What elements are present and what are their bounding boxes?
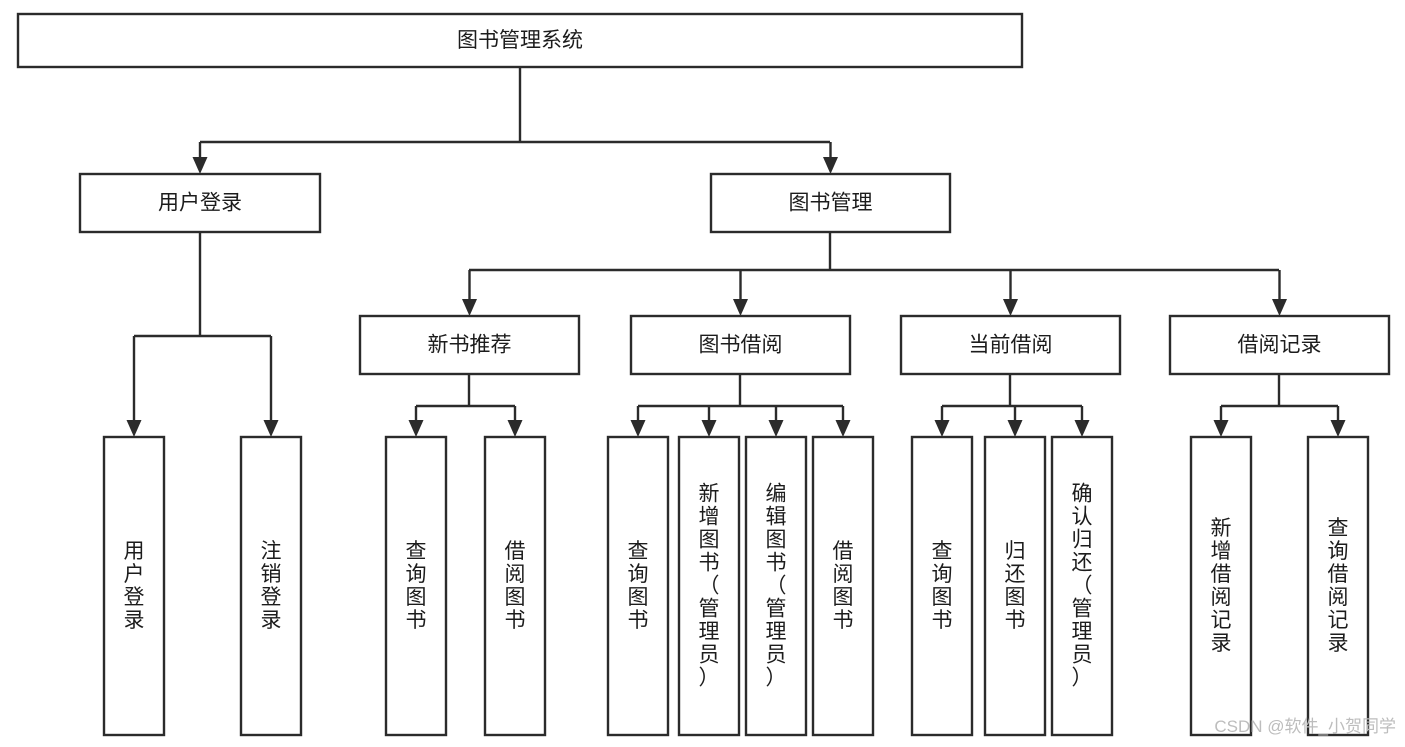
node-layer: 图书管理系统用户登录图书管理新书推荐图书借阅当前借阅借阅记录用户登录注销登录查询… — [16, 12, 1391, 737]
node-leaf-user-logout[interactable]: 注销登录 — [239, 435, 303, 737]
edge-root-to-book-manage — [823, 142, 838, 174]
node-leaf-rec-borrow[interactable]: 借阅图书 — [483, 435, 547, 737]
node-borrow-record[interactable]: 借阅记录 — [1168, 314, 1391, 376]
node-label-current-borrow: 当前借阅 — [969, 334, 1053, 357]
edge-user-login-to-leaf-user-login — [126, 336, 142, 437]
csdn-watermark: CSDN @软件_小贺同学 — [1214, 717, 1396, 736]
edge-book-manage-to-borrow-record — [1272, 270, 1287, 316]
edge-new-book-rec-to-leaf-rec-borrow — [507, 406, 523, 437]
node-label-leaf-user-login: 用户登录 — [124, 540, 145, 632]
node-label-leaf-bb-query: 查询图书 — [628, 540, 649, 632]
edge-user-login-to-leaf-user-logout — [263, 336, 279, 437]
edge-root-to-user-login — [192, 142, 208, 174]
edge-book-borrow-to-leaf-bb-borrow — [835, 406, 851, 437]
node-label-leaf-user-logout: 注销登录 — [261, 540, 282, 632]
connector-bus-current-borrow — [942, 374, 1082, 408]
node-label-leaf-rec-query: 查询图书 — [406, 540, 427, 632]
node-label-leaf-bb-borrow: 借阅图书 — [833, 540, 854, 632]
connector-bus-borrow-record — [1221, 374, 1338, 408]
node-new-book-rec[interactable]: 新书推荐 — [358, 314, 581, 376]
edge-book-manage-to-new-book-rec — [462, 270, 477, 316]
node-leaf-br-query[interactable]: 查询借阅记录 — [1306, 435, 1370, 737]
node-leaf-bb-query[interactable]: 查询图书 — [606, 435, 670, 737]
node-leaf-bb-borrow[interactable]: 借阅图书 — [811, 435, 875, 737]
node-label-leaf-rec-borrow: 借阅图书 — [505, 540, 526, 632]
node-leaf-bb-add[interactable]: 新增图书（管理员） — [677, 435, 741, 737]
edge-borrow-record-to-leaf-br-add — [1213, 406, 1229, 437]
node-label-leaf-bb-edit: 编辑图书（管理员） — [766, 482, 787, 689]
node-book-borrow[interactable]: 图书借阅 — [629, 314, 852, 376]
node-leaf-cb-query[interactable]: 查询图书 — [910, 435, 974, 737]
node-label-borrow-record: 借阅记录 — [1238, 334, 1322, 357]
edge-book-borrow-to-leaf-bb-query — [630, 406, 646, 437]
node-label-book-borrow: 图书借阅 — [699, 334, 783, 357]
connector-bus-root — [200, 67, 830, 144]
node-label-user-login: 用户登录 — [158, 192, 242, 215]
node-label-new-book-rec: 新书推荐 — [428, 334, 512, 357]
node-label-leaf-br-query: 查询借阅记录 — [1328, 517, 1349, 655]
connector-bus-book-borrow — [638, 374, 843, 408]
node-leaf-user-login[interactable]: 用户登录 — [102, 435, 166, 737]
node-current-borrow[interactable]: 当前借阅 — [899, 314, 1122, 376]
edge-borrow-record-to-leaf-br-query — [1330, 406, 1346, 437]
connector-bus-user-login — [134, 232, 271, 338]
node-label-leaf-cb-confirm: 确认归还（管理员） — [1072, 482, 1093, 689]
edge-book-borrow-to-leaf-bb-edit — [768, 406, 784, 437]
node-leaf-cb-return[interactable]: 归还图书 — [983, 435, 1047, 737]
node-label-book-manage: 图书管理 — [789, 192, 873, 215]
node-leaf-rec-query[interactable]: 查询图书 — [384, 435, 448, 737]
edge-book-manage-to-book-borrow — [733, 270, 748, 316]
connector-bus-new-book-rec — [416, 374, 515, 408]
edge-current-borrow-to-leaf-cb-confirm — [1074, 406, 1090, 437]
node-leaf-br-add[interactable]: 新增借阅记录 — [1189, 435, 1253, 737]
node-leaf-cb-confirm[interactable]: 确认归还（管理员） — [1050, 435, 1114, 737]
node-label-root: 图书管理系统 — [457, 29, 583, 52]
node-user-login[interactable]: 用户登录 — [78, 172, 322, 234]
node-label-leaf-br-add: 新增借阅记录 — [1211, 517, 1232, 655]
node-label-leaf-cb-return: 归还图书 — [1005, 540, 1026, 632]
node-book-manage[interactable]: 图书管理 — [709, 172, 952, 234]
edge-current-borrow-to-leaf-cb-query — [934, 406, 950, 437]
edge-current-borrow-to-leaf-cb-return — [1007, 406, 1023, 437]
node-root[interactable]: 图书管理系统 — [16, 12, 1024, 69]
node-label-leaf-cb-query: 查询图书 — [932, 540, 953, 632]
connector-bus-book-manage — [469, 232, 1279, 272]
edge-book-borrow-to-leaf-bb-add — [701, 406, 717, 437]
edge-new-book-rec-to-leaf-rec-query — [408, 406, 424, 437]
node-leaf-bb-edit[interactable]: 编辑图书（管理员） — [744, 435, 808, 737]
connector-layer — [126, 67, 1346, 437]
edge-book-manage-to-current-borrow — [1003, 270, 1018, 316]
node-label-leaf-bb-add: 新增图书（管理员） — [699, 482, 720, 689]
